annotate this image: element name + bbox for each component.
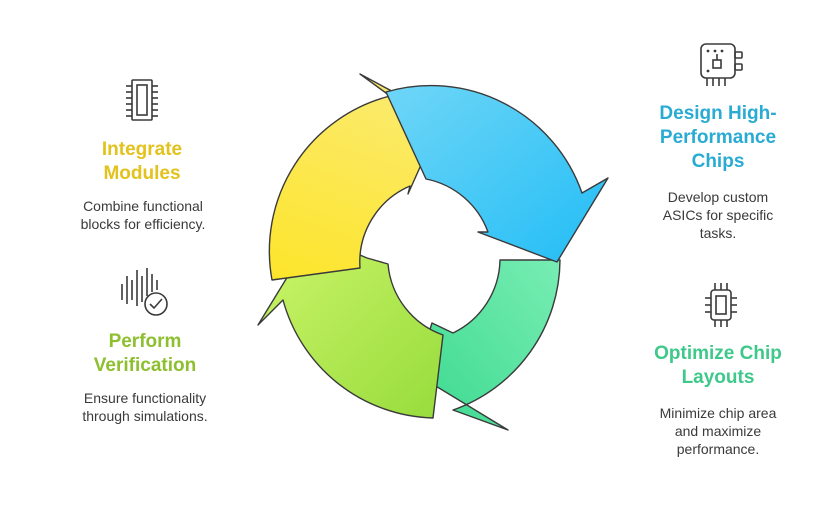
step-desc-design: Develop custom ASICs for specific tasks. (662, 189, 774, 241)
circuit-board-icon (700, 43, 743, 86)
step-title-design: Design High- Performance Chips (659, 103, 777, 172)
verified-signal-icon (121, 268, 168, 316)
arrow-verify (257, 234, 444, 419)
processor-icon (705, 283, 737, 327)
arrow-optimize (415, 259, 561, 431)
step-title-integrate: Integrate Modules (101, 139, 183, 184)
step-desc-integrate: Combine functional blocks for efficiency… (80, 198, 206, 232)
step-desc-optimize: Minimize chip area and maximize performa… (659, 405, 777, 457)
arrow-design (385, 84, 609, 263)
step-title-optimize: Optimize Chip Layouts (654, 343, 782, 388)
chip-icon (126, 79, 158, 121)
step-title-verify: Perform Verification (93, 331, 197, 376)
step-desc-verify: Ensure functionality through simulations… (82, 390, 208, 424)
arrow-integrate (268, 73, 443, 281)
